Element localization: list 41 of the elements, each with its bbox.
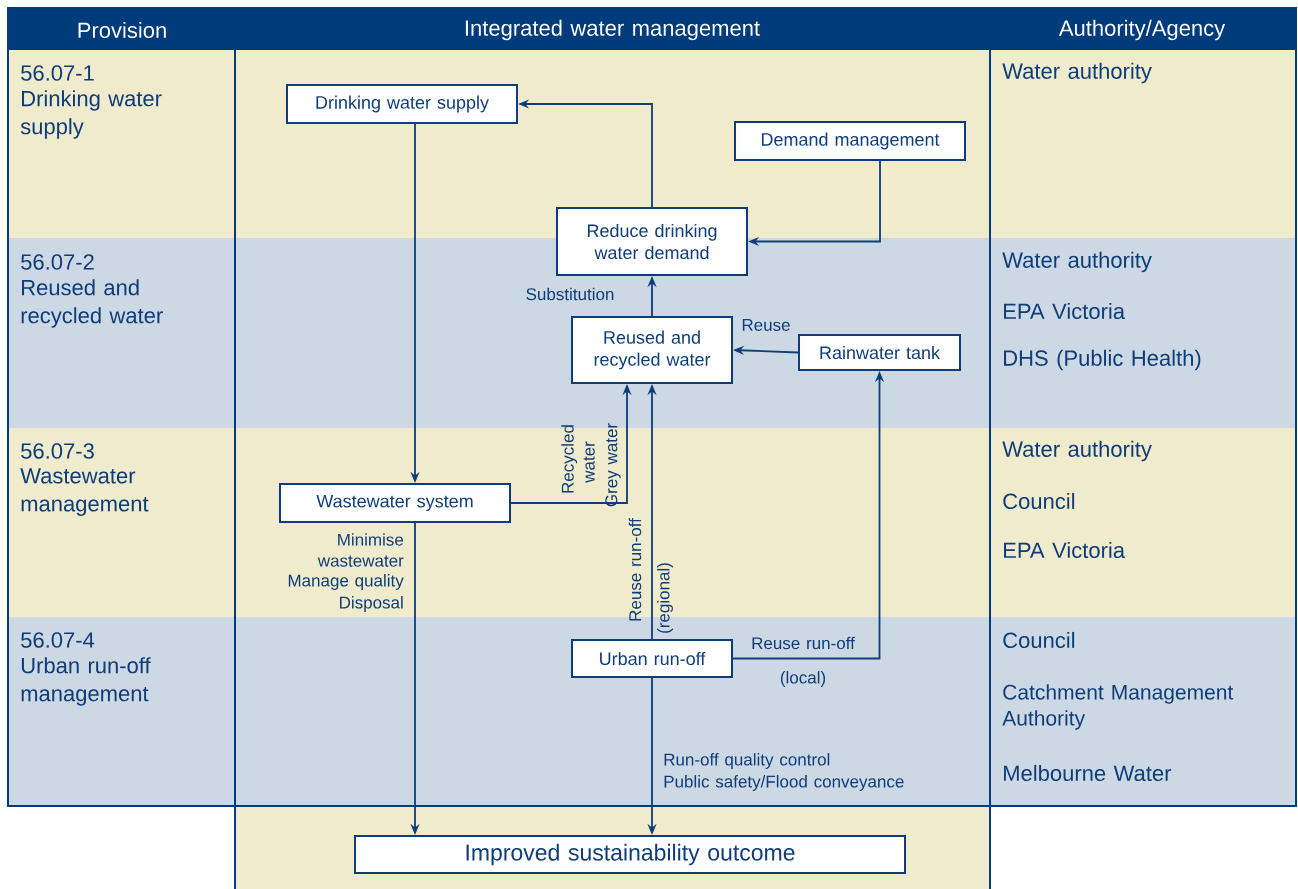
- provision-title: Drinking water supply: [20, 90, 162, 139]
- edge-label: Recycled water: [561, 425, 595, 493]
- edge-label: Substitution: [526, 287, 614, 301]
- agency-name: Water authority: [1002, 62, 1152, 84]
- process-box: Rainwater tank: [798, 334, 961, 371]
- annotation-text: Disposal: [340, 596, 403, 612]
- process-box: Improved sustainability outcome: [354, 835, 906, 874]
- column-header: Integrated water management: [465, 19, 760, 41]
- provision-number: 56.07-3: [21, 443, 94, 459]
- agency-name: Catchment Management Authority: [1002, 684, 1234, 730]
- agency-name: Water authority: [1002, 251, 1152, 273]
- process-box: Demand management: [734, 121, 966, 161]
- provision-number: 56.07-2: [21, 254, 94, 270]
- annotation-text: (local): [780, 671, 826, 687]
- agency-name: Water authority: [1002, 440, 1152, 462]
- process-box: Reduce drinking water demand: [556, 207, 748, 276]
- edge-label: Reuse: [742, 319, 790, 331]
- process-box: Drinking water supply: [286, 84, 518, 124]
- column-header: Authority/Agency: [1058, 19, 1226, 41]
- agency-name: Melbourne Water: [1004, 764, 1172, 782]
- agency-name: EPA Victoria: [1004, 541, 1126, 559]
- annotation-text: Public safety/Flood conveyance: [664, 775, 904, 791]
- edge-label: Reuse run-off: [628, 518, 642, 621]
- process-box: Urban run-off: [571, 639, 733, 678]
- agency-name: Council: [1003, 492, 1075, 510]
- column-header: Provision: [78, 21, 166, 39]
- provision-title: Reused and recycled water: [21, 279, 163, 328]
- provision-title: Urban run-off management: [21, 657, 151, 706]
- agency-name: Council: [1003, 631, 1075, 649]
- edge-label: Reuse run-off: [752, 636, 855, 650]
- agency-name: DHS (Public Health): [1004, 349, 1201, 371]
- process-box: Reused and recycled water: [571, 316, 733, 384]
- agency-name: EPA Victoria: [1004, 302, 1126, 320]
- process-box: Wastewater system: [279, 483, 511, 523]
- edge-label: Minimise wastewater: [317, 533, 404, 567]
- provision-title: Wastewater management: [20, 468, 149, 516]
- provision-number: 56.07-4: [21, 632, 95, 648]
- provision-number: 56.07-1: [21, 65, 94, 81]
- annotation-text: Manage quality: [288, 574, 404, 590]
- edge-label: Run-off quality control: [664, 753, 830, 769]
- annotation-text: (regional): [657, 563, 673, 633]
